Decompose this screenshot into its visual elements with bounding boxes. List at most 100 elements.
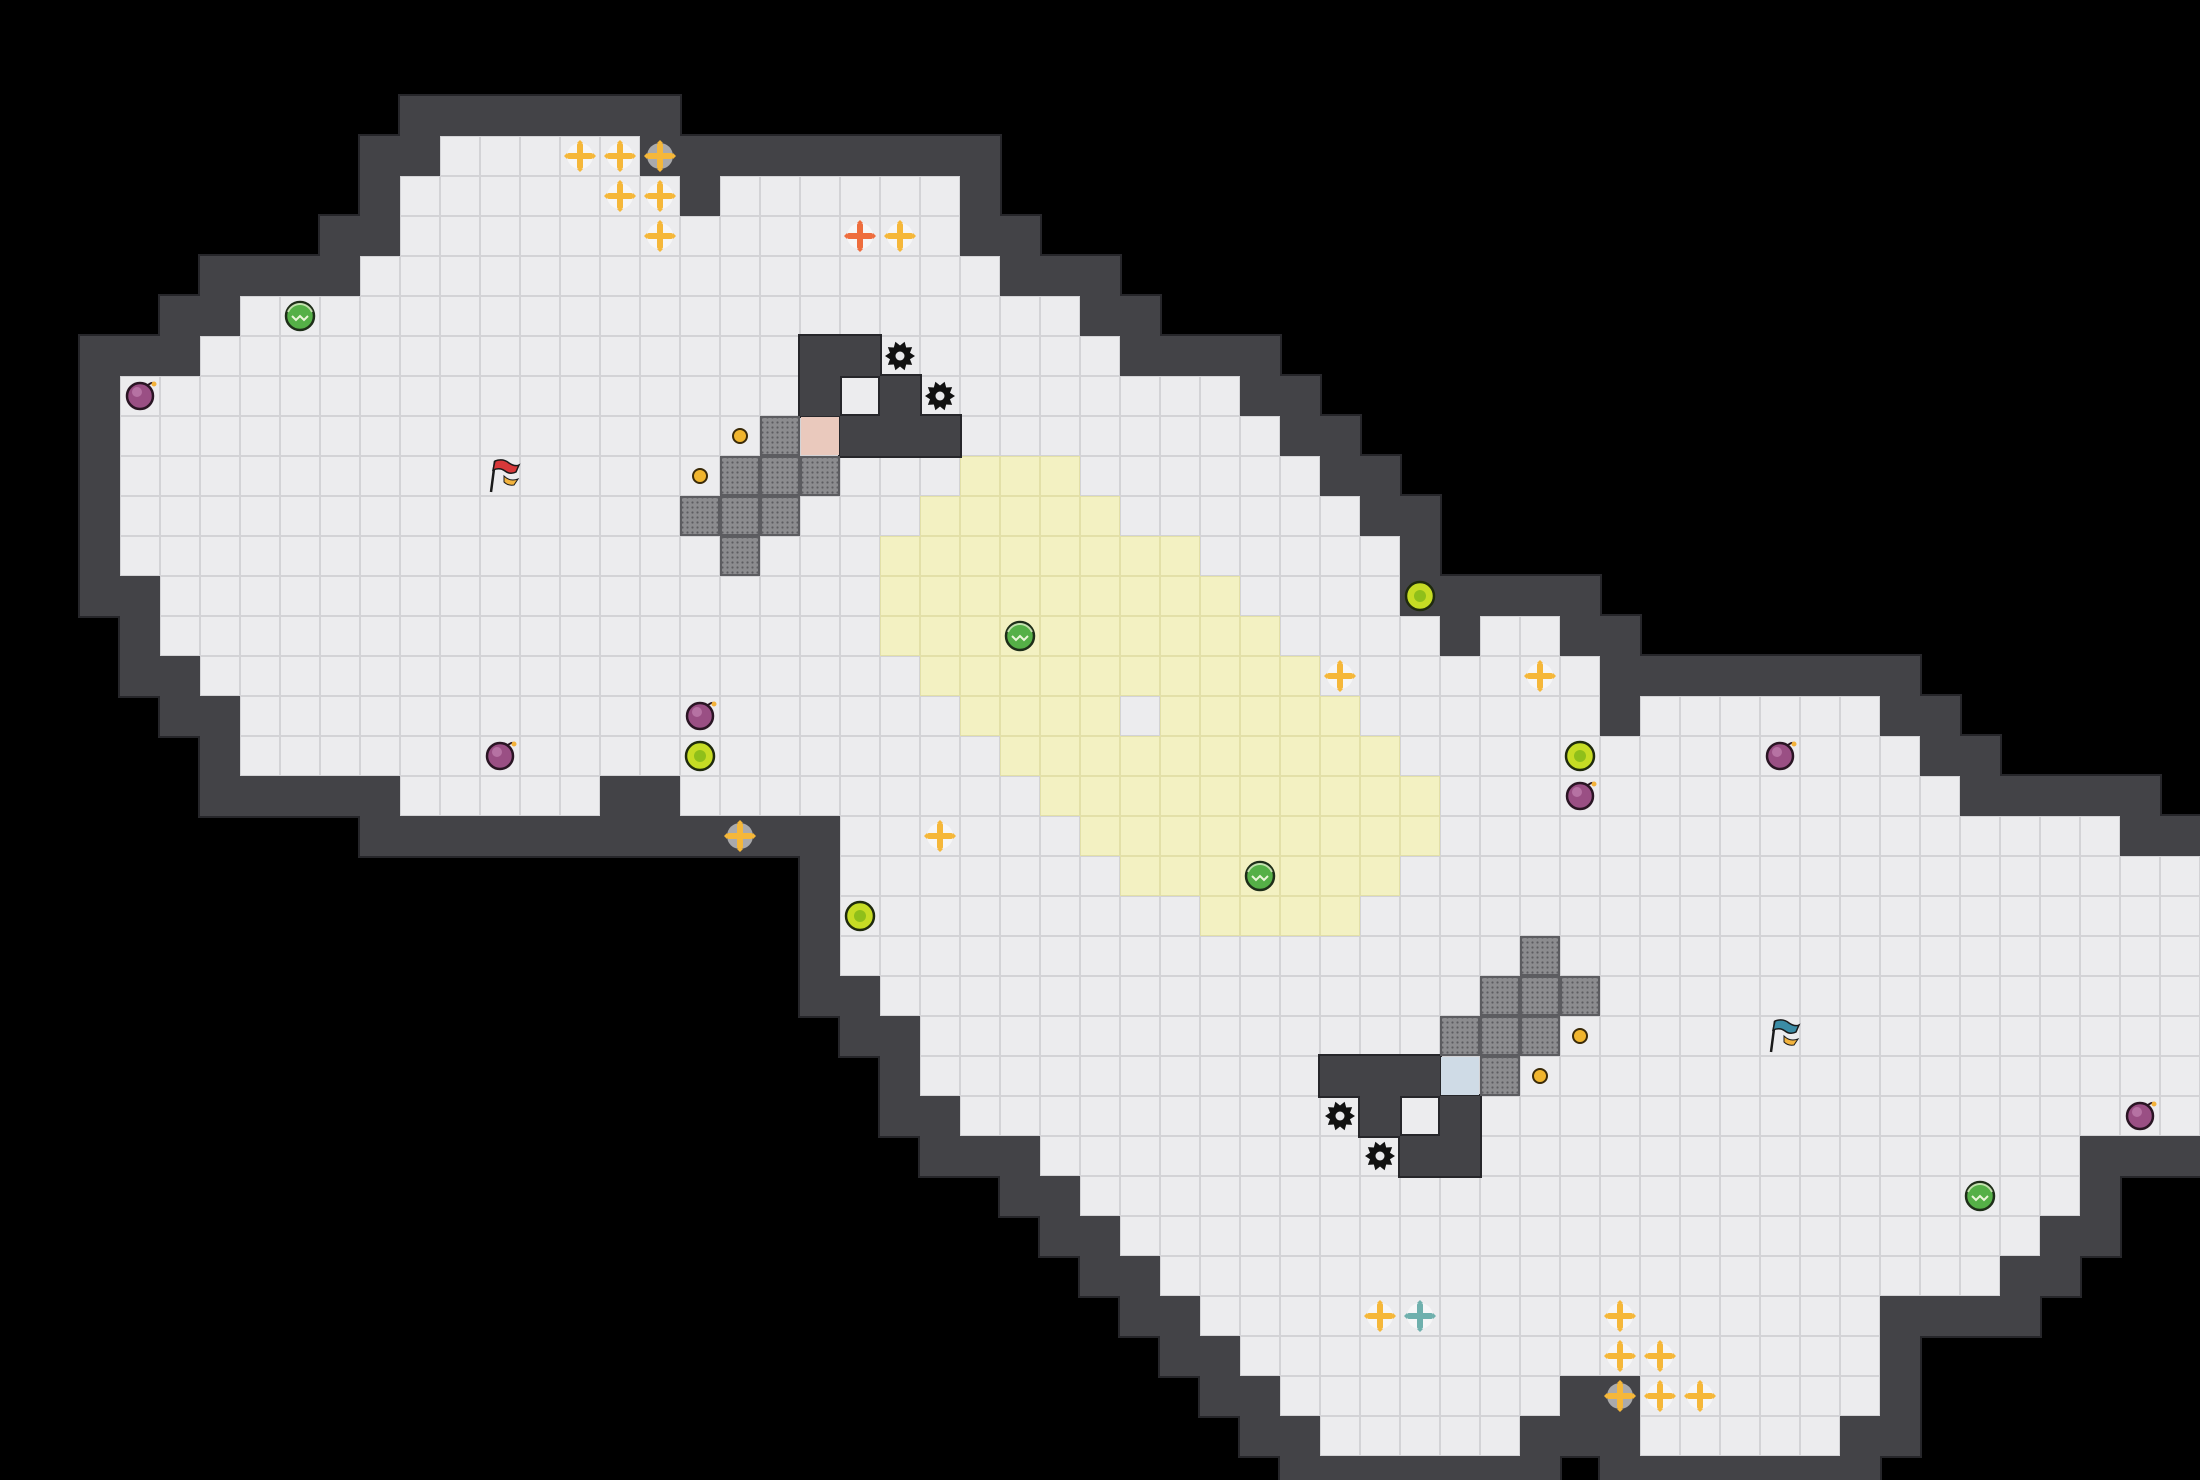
floor-tile	[1160, 1136, 1200, 1176]
yellow-cross-icon[interactable]	[924, 820, 956, 852]
bomb-icon[interactable]	[1565, 781, 1597, 811]
floor-tile	[880, 696, 920, 736]
yellow-orb-icon[interactable]	[1404, 580, 1436, 612]
gear-icon[interactable]	[885, 341, 915, 371]
stone-block[interactable]	[720, 456, 760, 496]
coin-icon[interactable]	[1532, 1068, 1548, 1084]
blue-spawn-pad[interactable]	[1441, 1057, 1479, 1095]
floor-tile	[1080, 1176, 1120, 1216]
yellow-orb-icon[interactable]	[844, 900, 876, 932]
orange-cross-icon[interactable]	[844, 220, 876, 252]
floor-tile	[480, 576, 520, 616]
floor-tile	[360, 656, 400, 696]
stone-block[interactable]	[1480, 976, 1520, 1016]
floor-tile	[1160, 976, 1200, 1016]
yellow-cross-icon[interactable]	[604, 140, 636, 172]
yellow-cross-icon[interactable]	[604, 180, 636, 212]
stone-block[interactable]	[800, 456, 840, 496]
wall-segment	[800, 816, 840, 856]
blue-flag-icon[interactable]	[1769, 1019, 1801, 1053]
gear-icon[interactable]	[1325, 1101, 1355, 1131]
floor-tile	[1160, 496, 1200, 536]
green-orb-icon[interactable]	[1244, 860, 1276, 892]
yellow-cross-icon[interactable]	[644, 140, 676, 172]
floor-tile	[440, 296, 480, 336]
yellow-cross-icon[interactable]	[1604, 1340, 1636, 1372]
stone-block[interactable]	[760, 456, 800, 496]
yellow-orb-icon[interactable]	[684, 740, 716, 772]
floor-tile	[1800, 1336, 1840, 1376]
wall-segment	[1080, 256, 1120, 296]
yellow-cross-icon[interactable]	[1604, 1380, 1636, 1412]
yellow-cross-icon[interactable]	[644, 180, 676, 212]
stone-block[interactable]	[1560, 976, 1600, 1016]
stone-block[interactable]	[720, 536, 760, 576]
stone-block[interactable]	[760, 416, 800, 456]
yellow-cross-icon[interactable]	[1524, 660, 1556, 692]
wall-segment	[1160, 1336, 1200, 1376]
floor-tile	[1480, 656, 1520, 696]
green-orb-icon[interactable]	[284, 300, 316, 332]
yellow-cross-icon[interactable]	[644, 220, 676, 252]
floor-tile	[1640, 1016, 1680, 1056]
green-orb-icon[interactable]	[1004, 620, 1036, 652]
yellow-orb-icon[interactable]	[1564, 740, 1596, 772]
bomb-icon[interactable]	[2125, 1101, 2157, 1131]
bomb-icon[interactable]	[485, 741, 517, 771]
red-spawn-pad[interactable]	[801, 417, 839, 455]
floor-tile	[2120, 1056, 2160, 1096]
coin-icon[interactable]	[1572, 1028, 1588, 1044]
floor-tile	[520, 336, 560, 376]
teal-cross-icon[interactable]	[1404, 1300, 1436, 1332]
floor-tile	[680, 336, 720, 376]
yellow-cross-icon[interactable]	[1644, 1380, 1676, 1412]
stone-block[interactable]	[1520, 936, 1560, 976]
floor-tile	[1080, 336, 1120, 376]
stone-block[interactable]	[1520, 1016, 1560, 1056]
stone-block[interactable]	[1480, 1056, 1520, 1096]
floor-tile	[1080, 1096, 1120, 1136]
yellow-cross-icon[interactable]	[884, 220, 916, 252]
stone-block[interactable]	[1440, 1016, 1480, 1056]
yellow-cross-icon[interactable]	[1364, 1300, 1396, 1332]
zone-tile	[1040, 616, 1080, 656]
floor-tile	[160, 576, 200, 616]
zone-tile	[1320, 856, 1360, 896]
yellow-cross-icon[interactable]	[564, 140, 596, 172]
floor-tile	[1640, 896, 1680, 936]
yellow-cross-icon[interactable]	[1604, 1300, 1636, 1332]
stone-block[interactable]	[1520, 976, 1560, 1016]
stone-block[interactable]	[680, 496, 720, 536]
floor-tile	[560, 296, 600, 336]
floor-tile	[1640, 1216, 1680, 1256]
yellow-cross-icon[interactable]	[1644, 1340, 1676, 1372]
wall-segment	[1760, 1456, 1800, 1480]
stone-block[interactable]	[720, 496, 760, 536]
yellow-cross-icon[interactable]	[724, 820, 756, 852]
bomb-icon[interactable]	[1765, 741, 1797, 771]
floor-tile	[1520, 696, 1560, 736]
floor-tile	[1720, 1256, 1760, 1296]
coin-icon[interactable]	[732, 428, 748, 444]
gear-icon[interactable]	[925, 381, 955, 411]
floor-tile	[1280, 1016, 1320, 1056]
coin-icon[interactable]	[692, 468, 708, 484]
red-flag-icon[interactable]	[489, 459, 521, 493]
floor-tile	[320, 456, 360, 496]
zone-tile	[1120, 816, 1160, 856]
floor-tile	[160, 616, 200, 656]
green-orb-icon[interactable]	[1964, 1180, 1996, 1212]
floor-tile	[1320, 576, 1360, 616]
gear-icon[interactable]	[1365, 1141, 1395, 1171]
stone-block[interactable]	[1480, 1016, 1520, 1056]
stone-block[interactable]	[760, 496, 800, 536]
yellow-cross-icon[interactable]	[1684, 1380, 1716, 1412]
floor-tile	[960, 976, 1000, 1016]
bomb-icon[interactable]	[685, 701, 717, 731]
floor-tile	[400, 536, 440, 576]
bomb-icon[interactable]	[125, 381, 157, 411]
floor-tile	[840, 256, 880, 296]
yellow-cross-icon[interactable]	[1324, 660, 1356, 692]
floor-tile	[2040, 1016, 2080, 1056]
